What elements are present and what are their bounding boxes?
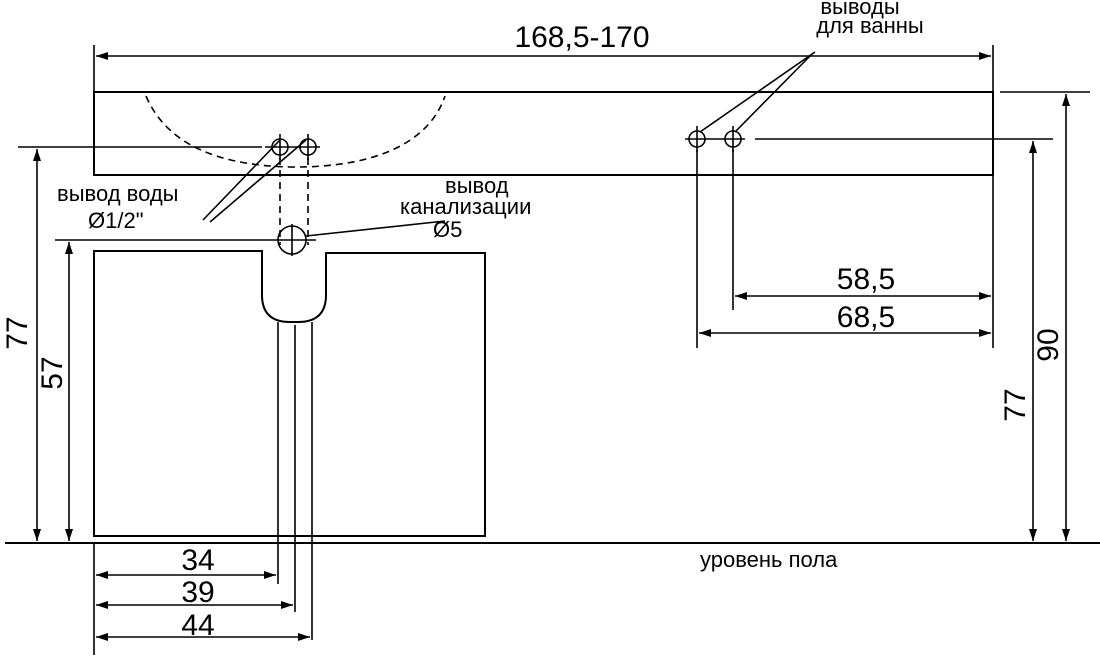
water-outlet-size-label: Ø1/2" <box>88 208 144 233</box>
sewer-label-2: канализации <box>400 194 531 219</box>
bath-outlet-symbols <box>685 126 745 152</box>
bath-leader-1 <box>699 51 816 133</box>
dim-44-text: 44 <box>181 609 214 642</box>
basin-outline <box>145 95 446 168</box>
cabinet-outline <box>93 250 486 537</box>
dim-68-text: 68,5 <box>837 301 895 334</box>
dim-58-text: 58,5 <box>837 263 895 296</box>
sewer-label-1: вывод <box>445 173 509 198</box>
floor-level-label: уровень пола <box>700 547 838 572</box>
water-leader-1 <box>202 139 281 221</box>
dim-34-text: 34 <box>181 544 214 577</box>
bath-outlets-label-2: для ванны <box>816 13 924 38</box>
bath-outlets-label-1: выводы <box>820 0 899 19</box>
dim-90-text: 90 <box>1032 328 1065 361</box>
water-outlet-label: вывод воды <box>57 181 178 206</box>
dim-77-right-text: 77 <box>999 388 1032 421</box>
overall-width-text: 168,5-170 <box>514 21 649 54</box>
dim-39-text: 39 <box>181 576 214 609</box>
water-leader-2 <box>209 139 307 223</box>
countertop-outline <box>93 91 994 176</box>
dim-57-text: 57 <box>36 356 69 389</box>
bath-leader-2 <box>734 53 813 133</box>
sewer-size-label: Ø5 <box>433 217 462 242</box>
dim-77-left-text: 77 <box>1 316 34 349</box>
sewer-leader <box>305 220 446 237</box>
